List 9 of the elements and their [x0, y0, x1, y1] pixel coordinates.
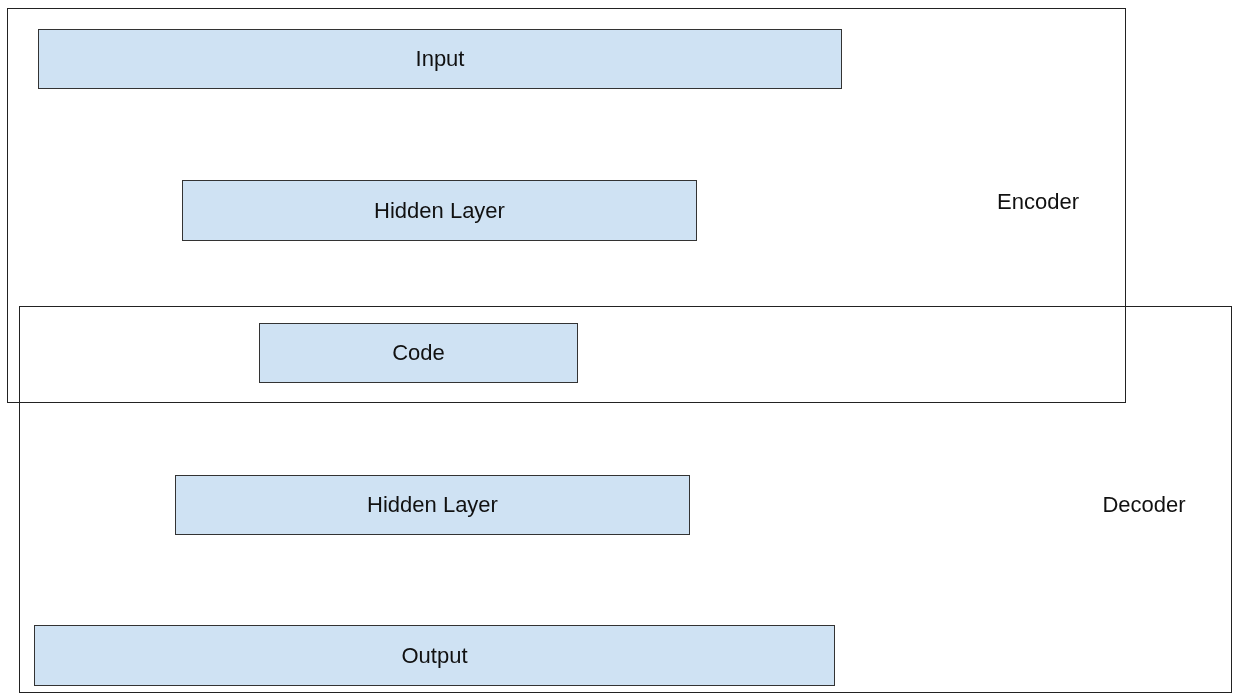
layer-box: Hidden Layer: [175, 475, 690, 535]
group-label: Encoder: [997, 189, 1079, 215]
layer-box: Code: [259, 323, 578, 383]
layer-box: Hidden Layer: [182, 180, 697, 241]
group-frame: [19, 306, 1232, 693]
layer-box: Output: [34, 625, 835, 686]
group-label: Decoder: [1102, 492, 1186, 518]
layer-box: Input: [38, 29, 842, 89]
group-frame: [7, 8, 1126, 403]
